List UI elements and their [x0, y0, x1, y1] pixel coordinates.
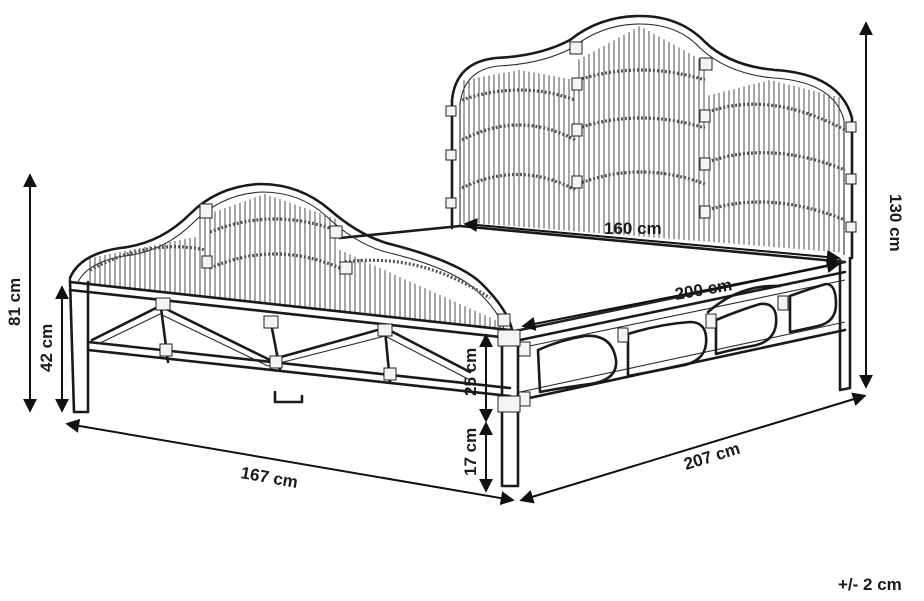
label-overall-width: 167 cm	[239, 463, 299, 492]
label-headboard-height: 130 cm	[886, 194, 905, 252]
label-footboard-height: 81 cm	[5, 278, 24, 326]
dimension-lines	[23, 21, 873, 506]
dim-line-overall-width	[65, 418, 515, 506]
dim-line-mattress-length	[521, 259, 841, 331]
dim-line-headboard-width	[463, 218, 841, 264]
headboard	[445, 14, 857, 392]
label-frame-height: 42 cm	[37, 324, 56, 372]
dim-line-overall-length	[519, 392, 867, 504]
label-clearance: 17 cm	[461, 428, 480, 476]
label-headboard-width: 160 cm	[604, 219, 662, 238]
footboard	[68, 182, 521, 488]
label-overall-length: 207 cm	[682, 439, 743, 474]
tolerance-note: +/- 2 cm	[838, 575, 902, 594]
label-side-rail-height: 25 cm	[461, 348, 480, 396]
